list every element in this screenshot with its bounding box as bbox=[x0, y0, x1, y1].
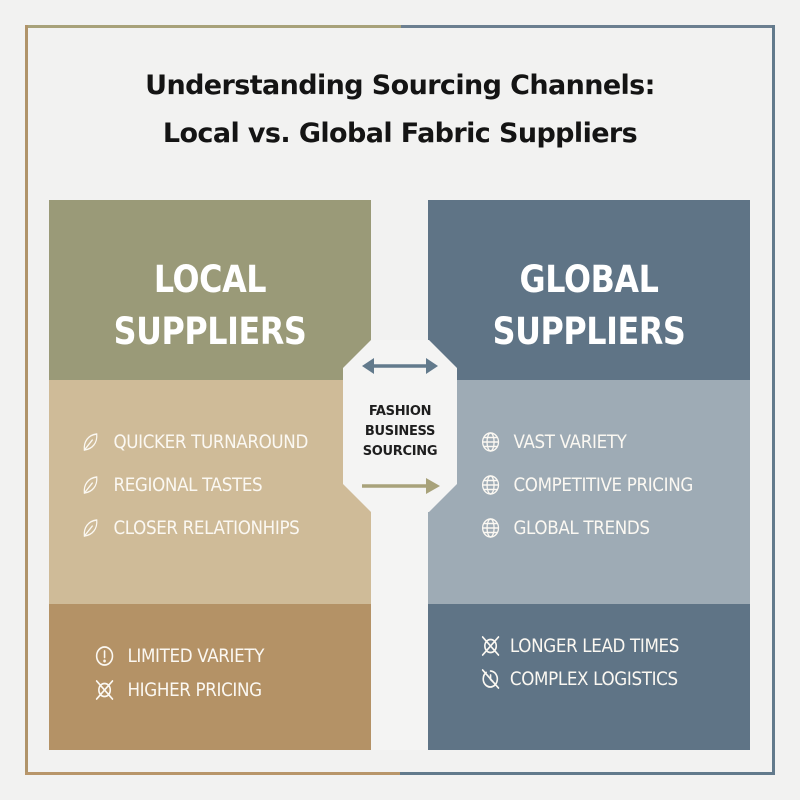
frame-left bbox=[25, 25, 28, 775]
page-title: Understanding Sourcing Channels: Local v… bbox=[0, 62, 800, 158]
center-badge bbox=[343, 340, 457, 512]
frame-right bbox=[772, 25, 775, 775]
list-item: HIGHER PRICING bbox=[94, 678, 262, 702]
list-item: CLOSER RELATIONHIPS bbox=[80, 516, 300, 540]
frame-bottom-global bbox=[400, 772, 775, 775]
list-item: LIMITED VARIETY bbox=[94, 644, 264, 668]
crossed-clock-icon bbox=[480, 667, 501, 691]
crossed-box-icon bbox=[480, 634, 501, 658]
global-cons: LONGER LEAD TIMES COMPLEX LOGISTICS bbox=[428, 604, 750, 750]
leaf-icon bbox=[80, 430, 101, 454]
alert-circle-icon bbox=[94, 644, 115, 668]
center-badge-text: FASHION BUSINESS SOURCING bbox=[362, 404, 438, 459]
leaf-icon bbox=[80, 516, 101, 540]
list-item: GLOBAL TRENDS bbox=[480, 516, 650, 540]
local-cons: LIMITED VARIETY HIGHER PRICING bbox=[49, 604, 371, 750]
global-heading: GLOBAL SUPPLIERS bbox=[492, 258, 686, 353]
list-item: VAST VARIETY bbox=[480, 430, 627, 454]
list-item: COMPLEX LOGISTICS bbox=[480, 667, 678, 691]
list-item: COMPETITIVE PRICING bbox=[480, 473, 693, 497]
list-item: REGIONAL TASTES bbox=[80, 473, 263, 497]
global-header: GLOBAL SUPPLIERS bbox=[428, 200, 750, 380]
frame-bottom-local bbox=[25, 772, 400, 775]
local-pros: QUICKER TURNAROUND REGIONAL TASTES CLOSE… bbox=[49, 380, 371, 604]
crossed-box-icon bbox=[94, 678, 115, 702]
title-line-2: Local vs. Global Fabric Suppliers bbox=[162, 118, 638, 149]
title-line-1: Understanding Sourcing Channels: bbox=[145, 70, 655, 101]
list-item: QUICKER TURNAROUND bbox=[80, 430, 308, 454]
frame-top-global bbox=[401, 25, 775, 28]
globe-icon bbox=[480, 473, 501, 497]
center-divider bbox=[371, 480, 428, 750]
local-header: LOCAL SUPPLIERS bbox=[49, 200, 371, 380]
local-suppliers-card: LOCAL SUPPLIERS QUICKER TURNAROUND REGIO… bbox=[49, 200, 371, 750]
global-pros: VAST VARIETY COMPETITIVE PRICING GLOBAL … bbox=[428, 380, 750, 604]
leaf-icon bbox=[80, 473, 101, 497]
right-arrow-icon bbox=[362, 478, 440, 494]
local-heading: LOCAL SUPPLIERS bbox=[113, 258, 307, 353]
globe-icon bbox=[480, 430, 501, 454]
globe-icon bbox=[480, 516, 501, 540]
list-item: LONGER LEAD TIMES bbox=[480, 634, 679, 658]
double-arrow-icon bbox=[362, 358, 438, 374]
global-suppliers-card: GLOBAL SUPPLIERS VAST VARIETY COMPETITIV… bbox=[428, 200, 750, 750]
frame-top-local bbox=[25, 25, 401, 28]
